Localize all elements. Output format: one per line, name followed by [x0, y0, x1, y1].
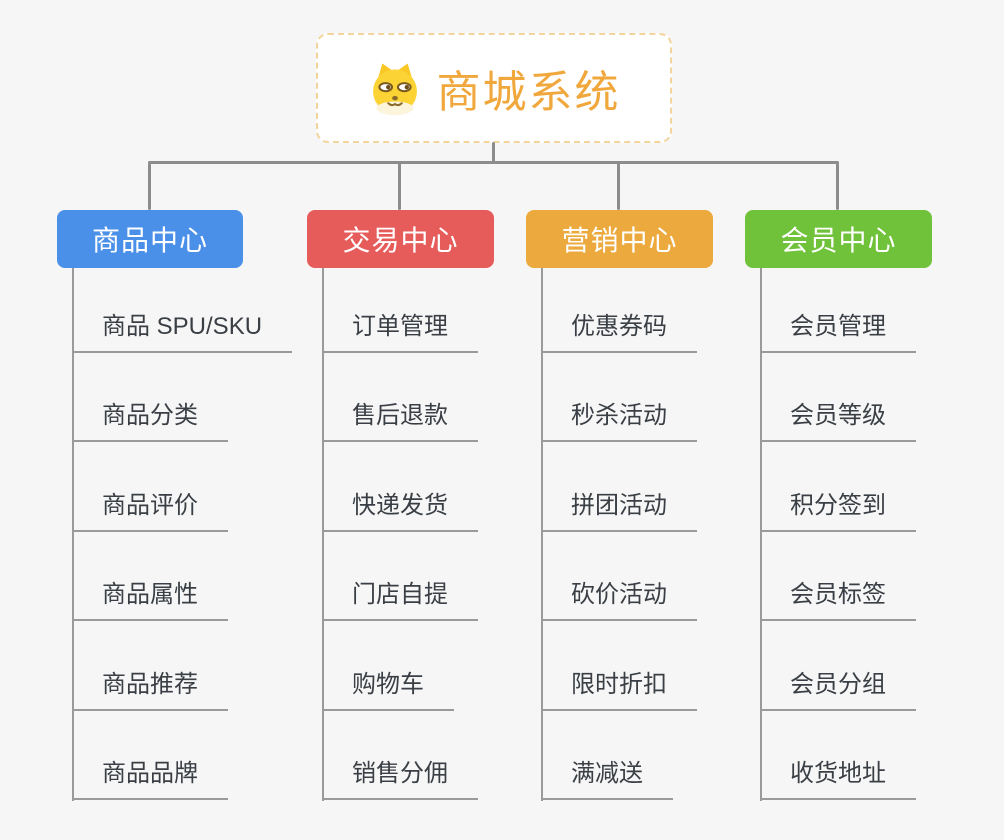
branch-node-marketing-center[interactable]: 营销中心 — [526, 210, 713, 268]
branch-4-vertical-line — [760, 268, 762, 801]
leaf-node[interactable]: 商品品牌 — [72, 759, 228, 800]
root-title: 商城系统 — [436, 68, 621, 117]
connector-horizontal — [148, 161, 839, 164]
leaf-node[interactable]: 订单管理 — [322, 312, 478, 353]
dog-face-icon — [372, 63, 417, 115]
leaf-node[interactable]: 商品推荐 — [72, 670, 228, 711]
branch-node-member-center[interactable]: 会员中心 — [745, 210, 932, 268]
connector-root-stub — [492, 142, 495, 164]
leaf-node[interactable]: 收货地址 — [760, 759, 916, 800]
branch-2-vertical-line — [322, 268, 324, 801]
leaf-node[interactable]: 会员分组 — [760, 670, 916, 711]
leaf-node[interactable]: 会员等级 — [760, 401, 916, 442]
leaf-node[interactable]: 会员标签 — [760, 580, 916, 621]
leaf-node[interactable]: 购物车 — [322, 670, 454, 711]
leaf-node[interactable]: 会员管理 — [760, 312, 916, 353]
leaf-node[interactable]: 砍价活动 — [541, 580, 697, 621]
leaf-node[interactable]: 销售分佣 — [322, 759, 478, 800]
leaf-node[interactable]: 优惠券码 — [541, 312, 697, 353]
root-node[interactable]: 商城系统 — [316, 33, 672, 143]
leaf-node[interactable]: 售后退款 — [322, 401, 478, 442]
connector-drop-4 — [836, 163, 839, 210]
leaf-node[interactable]: 商品 SPU/SKU — [72, 312, 293, 353]
branch-node-product-center[interactable]: 商品中心 — [57, 210, 243, 268]
leaf-node[interactable]: 秒杀活动 — [541, 401, 697, 442]
connector-drop-2 — [398, 163, 401, 210]
branch-3-vertical-line — [541, 268, 543, 801]
leaf-node[interactable]: 商品属性 — [72, 580, 228, 621]
leaf-node[interactable]: 商品分类 — [72, 401, 228, 442]
leaf-node[interactable]: 积分签到 — [760, 491, 916, 532]
leaf-node[interactable]: 拼团活动 — [541, 491, 697, 532]
connector-drop-1 — [148, 163, 151, 210]
connector-drop-3 — [617, 163, 620, 210]
branch-1-vertical-line — [72, 268, 74, 801]
leaf-node[interactable]: 商品评价 — [72, 491, 228, 532]
leaf-node[interactable]: 限时折扣 — [541, 670, 697, 711]
branch-node-trade-center[interactable]: 交易中心 — [307, 210, 494, 268]
leaf-node[interactable]: 门店自提 — [322, 580, 478, 621]
leaf-node[interactable]: 满减送 — [541, 759, 673, 800]
leaf-node[interactable]: 快递发货 — [322, 491, 478, 532]
